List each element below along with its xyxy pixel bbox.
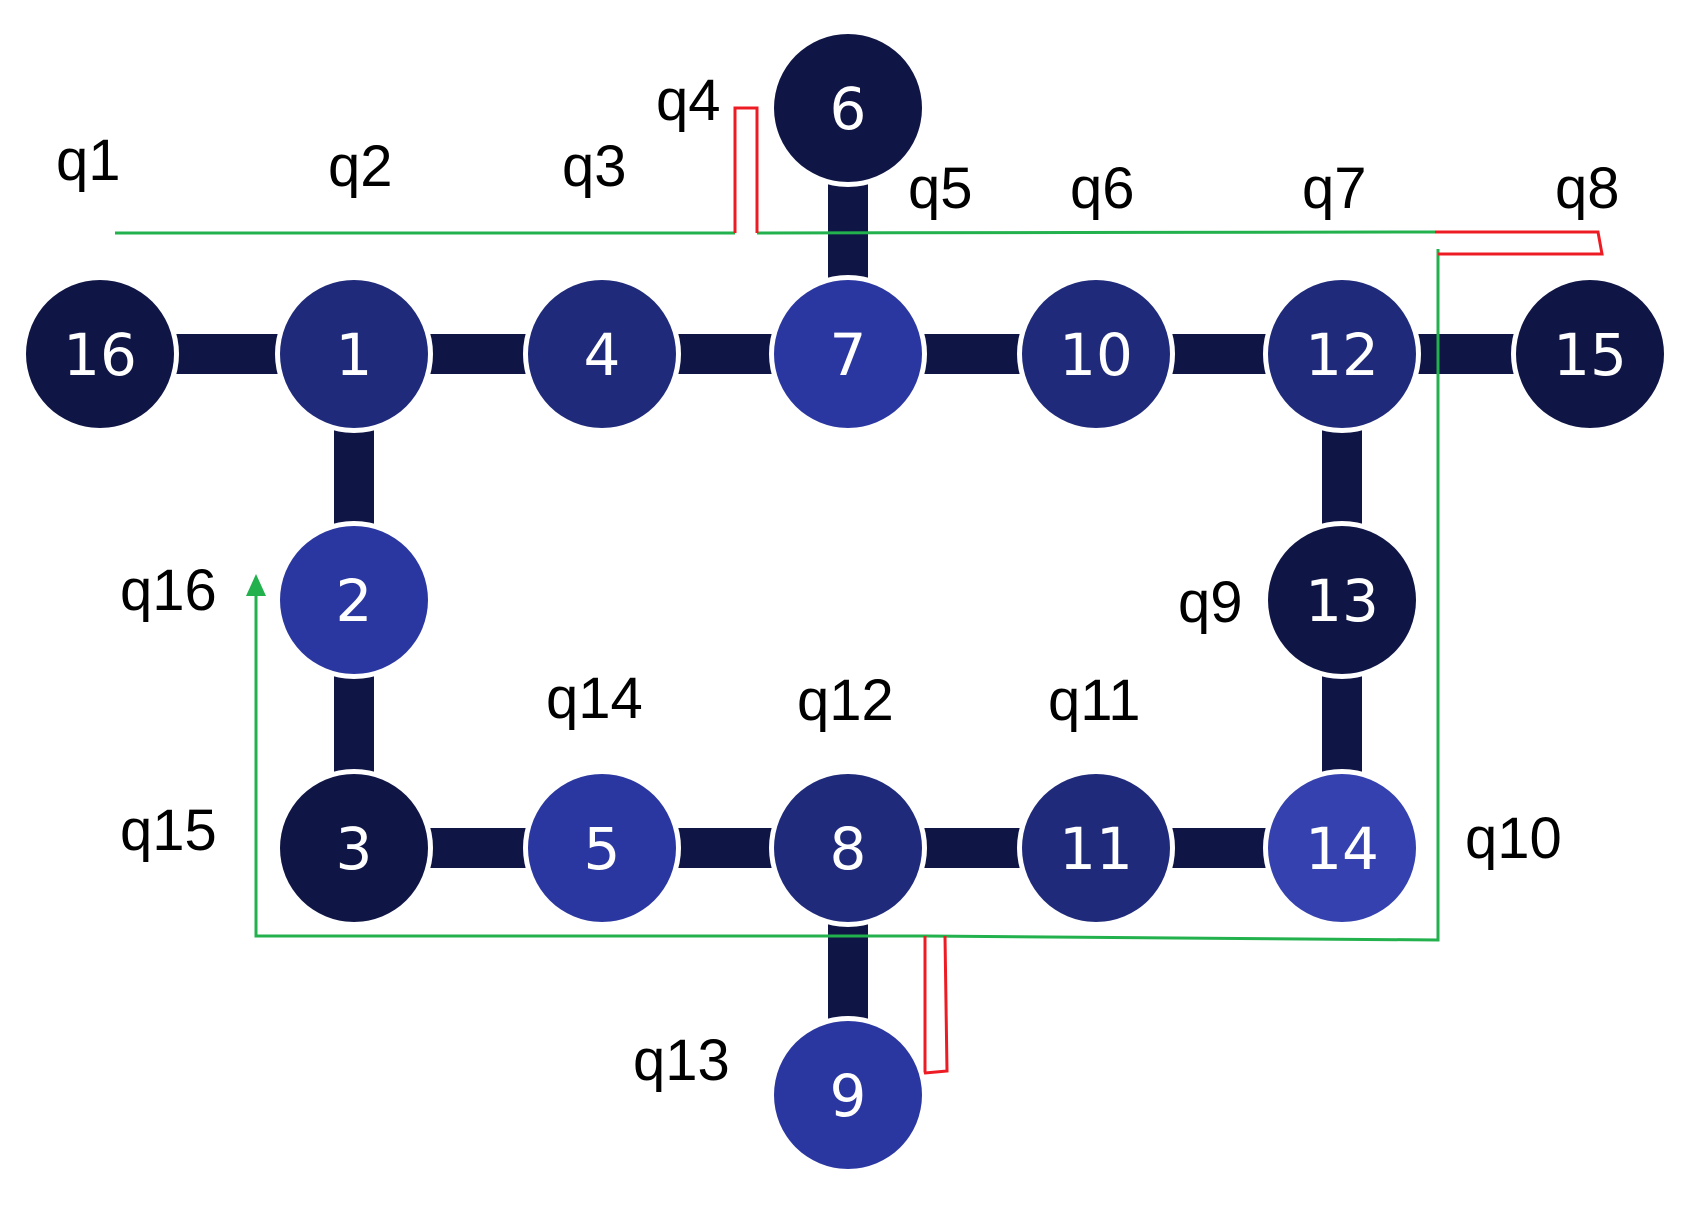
qubit-node-13: 13 bbox=[1263, 521, 1421, 679]
qubit-label-q7: q7 bbox=[1302, 156, 1367, 221]
node-circle bbox=[280, 526, 428, 674]
node-circle bbox=[1268, 526, 1416, 674]
qubit-node-10: 10 bbox=[1017, 275, 1175, 433]
node-circle bbox=[280, 774, 428, 922]
node-label: 2 bbox=[336, 567, 373, 635]
green-path-top-right bbox=[756, 230, 1436, 235]
routing-paths bbox=[115, 106, 1604, 1075]
qubit-node-9: 9 bbox=[769, 1016, 927, 1174]
qubit-label-q9: q9 bbox=[1178, 570, 1243, 635]
qubit-label-q16: q16 bbox=[120, 558, 217, 623]
node-circle bbox=[26, 280, 174, 428]
qubit-node-12: 12 bbox=[1263, 275, 1421, 433]
qubit-labels: q1 q2 q3 q4 q5 q6 q7 q8 q9 q10 q11 q12 q… bbox=[56, 68, 1620, 1093]
qubit-node-14: 14 bbox=[1263, 769, 1421, 927]
node-circle bbox=[1022, 774, 1170, 922]
node-label: 5 bbox=[584, 815, 621, 883]
node-label: 15 bbox=[1553, 321, 1627, 389]
red-swap-q4 bbox=[733, 106, 759, 233]
node-label: 1 bbox=[336, 321, 373, 389]
node-circle bbox=[1022, 280, 1170, 428]
node-label: 12 bbox=[1305, 321, 1379, 389]
node-label: 16 bbox=[63, 321, 137, 389]
qubit-label-q5: q5 bbox=[908, 156, 973, 221]
node-circle bbox=[1516, 280, 1664, 428]
node-label: 6 bbox=[830, 75, 867, 143]
green-path-right-down bbox=[924, 249, 1440, 942]
node-circle bbox=[1268, 774, 1416, 922]
qubit-label-q1: q1 bbox=[56, 128, 121, 193]
node-circle bbox=[774, 774, 922, 922]
node-circle bbox=[528, 774, 676, 922]
qubit-label-q2: q2 bbox=[328, 134, 393, 199]
qubit-node-5: 5 bbox=[523, 769, 681, 927]
qubit-label-q10: q10 bbox=[1465, 806, 1562, 871]
qubit-label-q14: q14 bbox=[546, 666, 643, 731]
node-label: 13 bbox=[1305, 567, 1379, 635]
qubit-label-q6: q6 bbox=[1070, 156, 1135, 221]
qubit-label-q13: q13 bbox=[633, 1028, 730, 1093]
qubit-label-q3: q3 bbox=[562, 134, 627, 199]
qubit-node-15: 15 bbox=[1511, 275, 1669, 433]
qubit-node-11: 11 bbox=[1017, 769, 1175, 927]
node-label: 11 bbox=[1059, 815, 1133, 883]
qubit-label-q12: q12 bbox=[797, 668, 894, 733]
red-swap-q13 bbox=[923, 935, 949, 1075]
node-circle bbox=[774, 34, 922, 182]
node-label: 7 bbox=[830, 321, 867, 389]
red-swap-q8 bbox=[1435, 230, 1604, 256]
green-path-bottom-left bbox=[254, 582, 928, 938]
qubit-node-7: 7 bbox=[769, 275, 927, 433]
qubit-node-6: 6 bbox=[769, 29, 927, 187]
green-arrow-head bbox=[246, 574, 266, 596]
qubit-node-4: 4 bbox=[523, 275, 681, 433]
qubit-label-q4: q4 bbox=[656, 68, 721, 133]
qubit-node-3: 3 bbox=[275, 769, 433, 927]
qubit-node-8: 8 bbox=[769, 769, 927, 927]
node-circle bbox=[528, 280, 676, 428]
qubit-node-1: 1 bbox=[275, 275, 433, 433]
node-label: 14 bbox=[1305, 815, 1379, 883]
node-label: 8 bbox=[830, 815, 867, 883]
node-circle bbox=[1268, 280, 1416, 428]
node-label: 9 bbox=[830, 1062, 867, 1130]
node-circle bbox=[774, 280, 922, 428]
qubit-node-16: 16 bbox=[21, 275, 179, 433]
node-label: 3 bbox=[336, 815, 373, 883]
node-label: 10 bbox=[1059, 321, 1133, 389]
node-circle bbox=[280, 280, 428, 428]
qubit-node-2: 2 bbox=[275, 521, 433, 679]
node-label: 4 bbox=[584, 321, 621, 389]
node-circle bbox=[774, 1021, 922, 1169]
qubit-label-q15: q15 bbox=[120, 798, 217, 863]
qubit-label-q8: q8 bbox=[1555, 156, 1620, 221]
qubit-label-q11: q11 bbox=[1048, 668, 1140, 733]
